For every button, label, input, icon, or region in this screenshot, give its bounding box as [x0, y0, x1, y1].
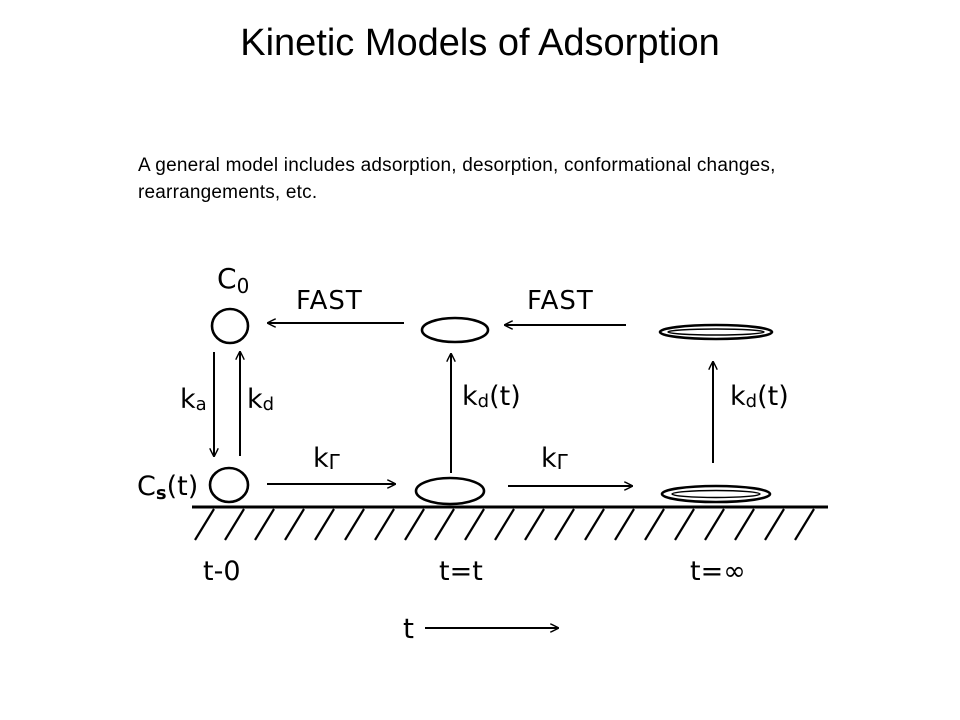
molecule-bulk-initial: [210, 307, 250, 345]
molecule-bulk-spread: [658, 323, 774, 341]
label-fast-1: FAST: [296, 286, 363, 316]
molecule-bulk-partial: [420, 316, 490, 344]
slide-description: A general model includes adsorption, des…: [138, 155, 776, 203]
diagram-labels: C0 FAST FAST ka kd kd(t) kd(t) Cs(t) kΓ …: [137, 262, 789, 645]
label-c0: C0: [217, 262, 249, 298]
molecule-surface-spread: [660, 484, 772, 504]
molecule-surface-partial: [414, 476, 486, 506]
surface: [192, 505, 828, 541]
label-fast-2: FAST: [527, 286, 594, 316]
arrows: [214, 323, 713, 628]
label-kd: kd: [247, 384, 274, 415]
molecule-surface-initial: [208, 466, 250, 504]
label-time-0: t-0: [203, 556, 241, 587]
label-time-inf: t=∞: [690, 556, 746, 587]
label-kr-1: kΓ: [313, 443, 341, 474]
label-cs: Cs(t): [137, 471, 198, 504]
label-time-axis: t: [403, 612, 414, 645]
label-kr-2: kΓ: [541, 443, 569, 474]
label-kd-t-2: kd(t): [730, 381, 789, 412]
molecules: [208, 307, 774, 506]
label-time-t: t=t: [439, 556, 483, 587]
label-ka: ka: [180, 384, 207, 415]
surface-hatching: [194, 508, 815, 541]
slide-title: Kinetic Models of Adsorption: [240, 22, 720, 64]
label-kd-t-1: kd(t): [462, 381, 521, 412]
